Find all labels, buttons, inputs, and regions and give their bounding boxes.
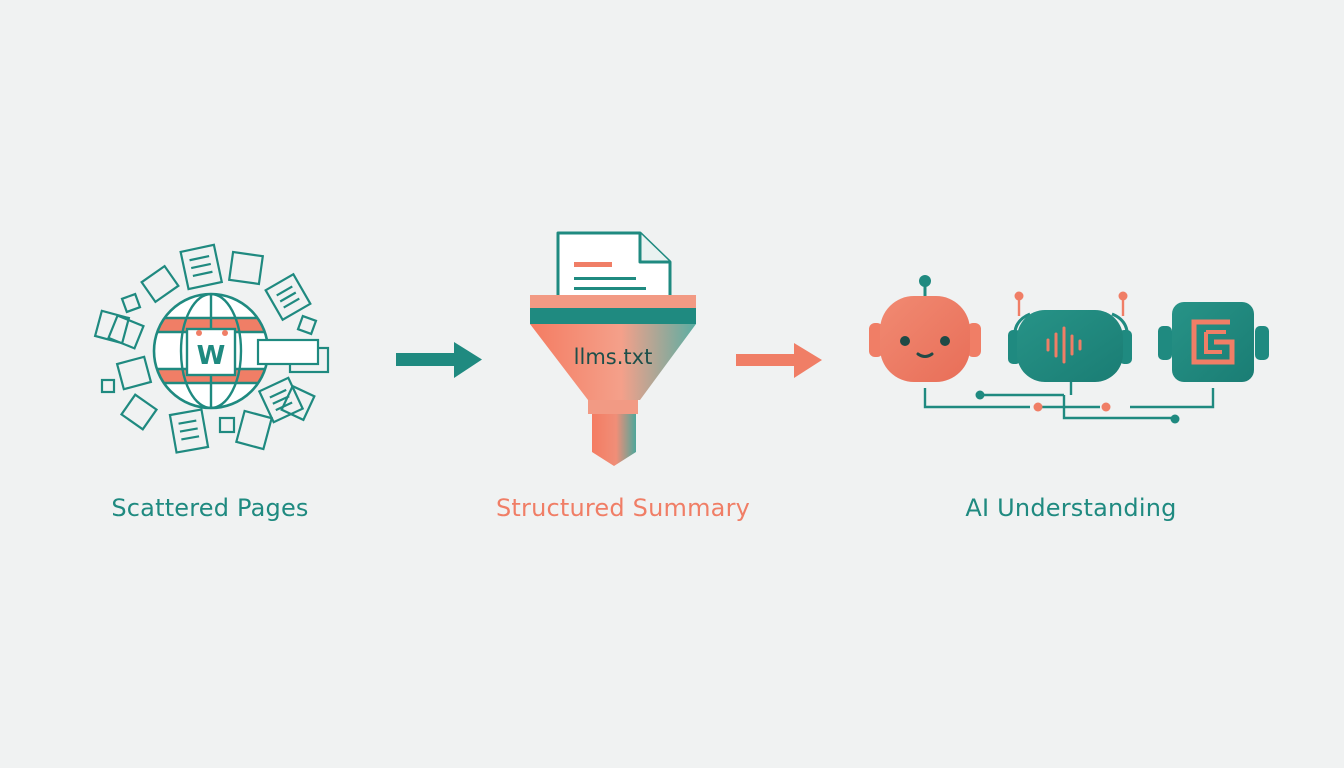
arrow-right-icon bbox=[396, 342, 482, 378]
arrow-right-icon bbox=[736, 343, 822, 378]
robot-icon-coral bbox=[869, 275, 981, 382]
globe-icon: W bbox=[152, 292, 270, 410]
funnel-body bbox=[530, 324, 696, 400]
funnel-spout bbox=[592, 414, 636, 466]
globe-letter: W bbox=[197, 341, 226, 371]
scattered-pages-icon bbox=[93, 243, 330, 454]
funnel-with-document-icon: llms.txt bbox=[530, 231, 696, 466]
funnel-label: llms.txt bbox=[574, 345, 653, 369]
page-tab-icon bbox=[256, 338, 320, 366]
globe-with-scattered-pages-icon: W bbox=[93, 243, 330, 454]
ai-robots-network-icon bbox=[869, 275, 1269, 424]
robot-icon-logo bbox=[1158, 302, 1269, 382]
circuit-network bbox=[923, 380, 1215, 420]
robot-icon-waveform bbox=[1008, 291, 1132, 382]
stage-caption-ai-understanding: AI Understanding bbox=[965, 494, 1177, 522]
stage-caption-scattered-pages: Scattered Pages bbox=[111, 494, 309, 522]
funnel-rim bbox=[530, 295, 696, 308]
funnel-collar bbox=[588, 400, 638, 414]
funnel-band bbox=[530, 308, 696, 324]
stage-caption-structured-summary: Structured Summary bbox=[495, 494, 751, 522]
